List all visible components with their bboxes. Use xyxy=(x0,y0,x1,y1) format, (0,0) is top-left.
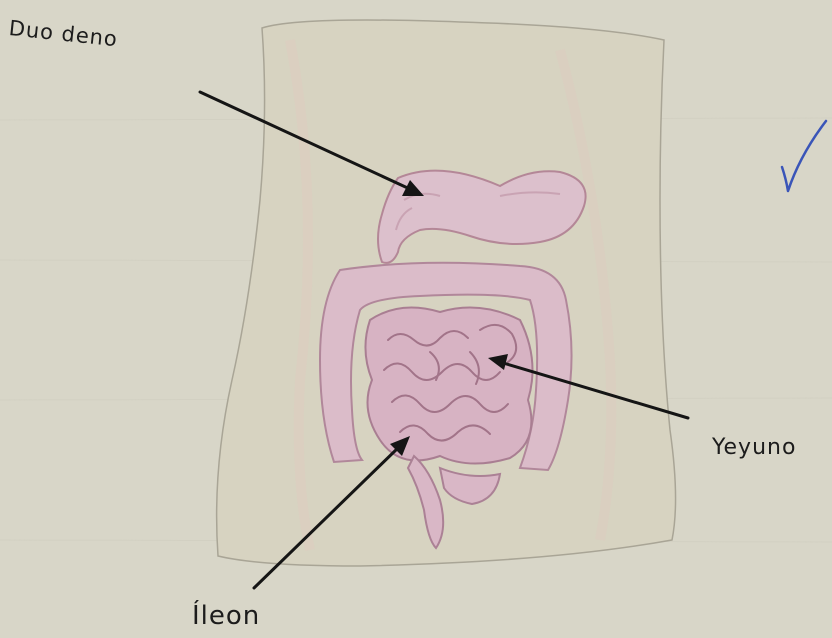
label-ileon: Íleon xyxy=(192,603,260,629)
label-yeyuno: Yeyuno xyxy=(712,437,796,459)
check-mark-icon xyxy=(770,115,830,197)
